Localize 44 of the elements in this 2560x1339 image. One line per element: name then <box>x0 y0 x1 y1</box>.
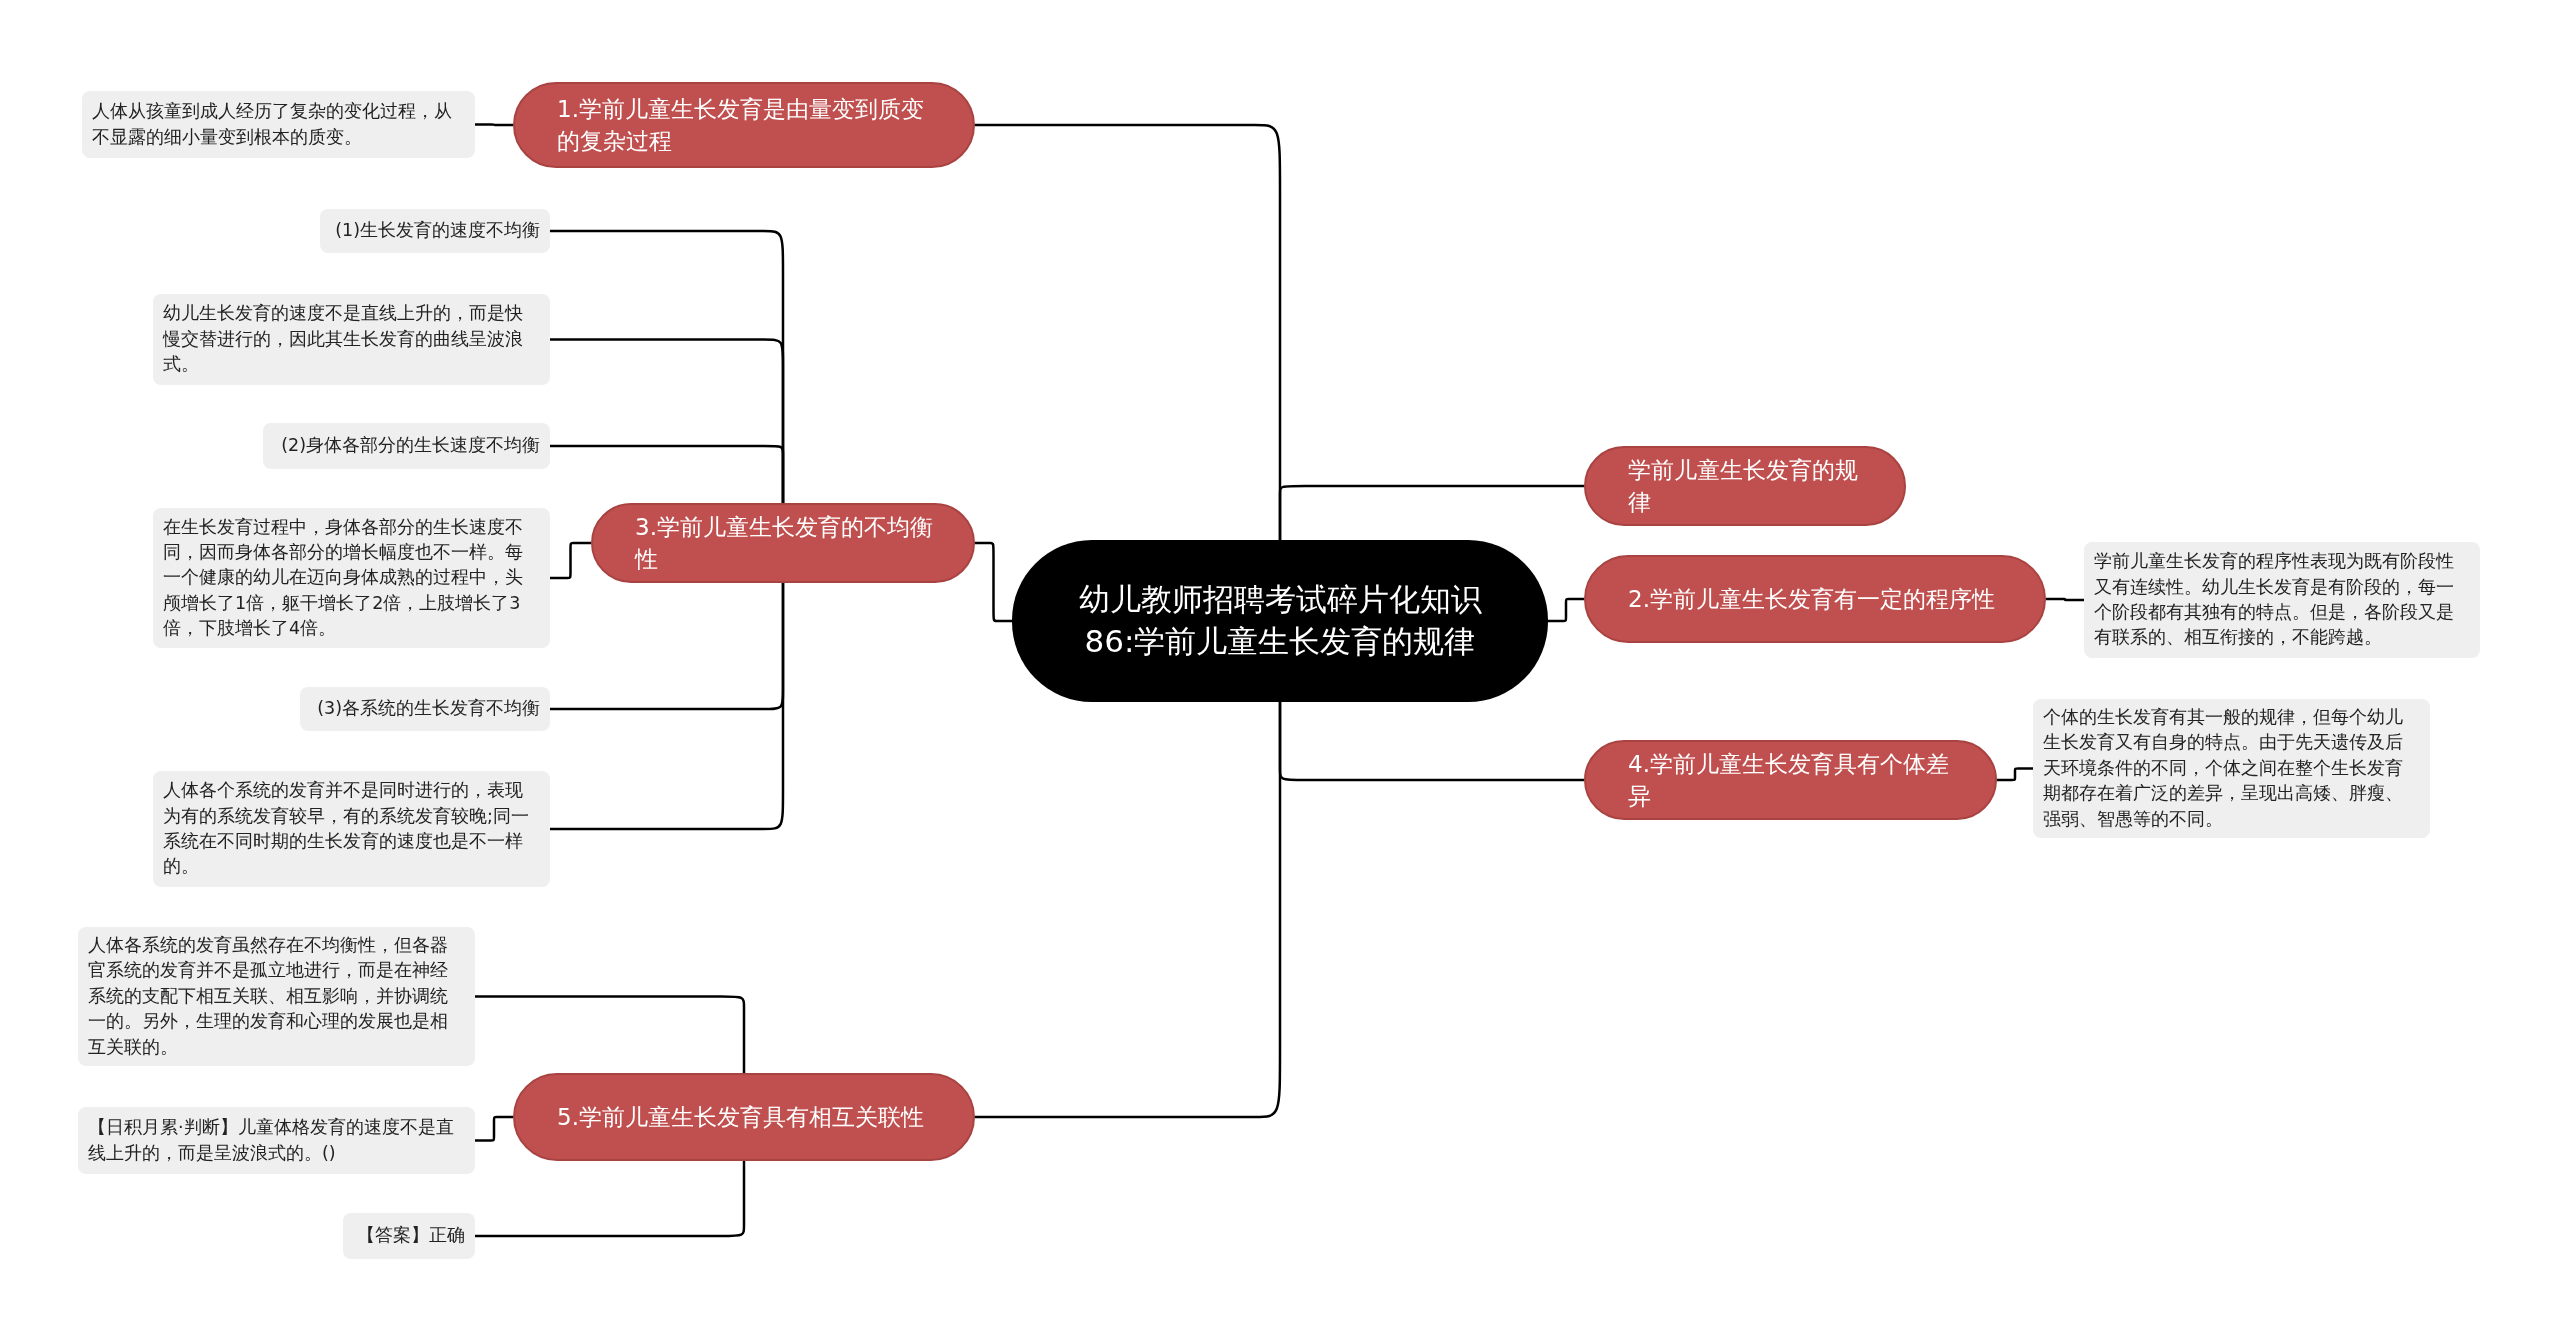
connector-line <box>475 995 746 1073</box>
topic-label: 5.学前儿童生长发育具有相互关联性 <box>557 1102 924 1132</box>
connector-line <box>550 583 785 831</box>
note-card <box>2033 699 2430 838</box>
note-text: (1)生长发育的速度不均衡 <box>335 219 540 243</box>
note-text: (3)各系统的生长发育不均衡 <box>317 697 540 721</box>
note-card <box>153 294 550 385</box>
connector-line <box>475 1161 746 1238</box>
note-text: 【日积月累·判断】儿童体格发育的速度不是直线上升的，而是呈波浪式的。() <box>88 1116 455 1165</box>
note-card <box>263 423 550 469</box>
topic-label: 4.学前儿童生长发育具有个体差异 <box>1628 750 1950 812</box>
note-card <box>320 209 550 253</box>
note-text: 学前儿童生长发育的程序性表现为既有阶段性又有连续性。幼儿生长发育是有阶段的，每一个阶段都有其独有的特点。但是，各阶段又是有联系的、相互衔接的，不能跨越。 <box>2094 550 2455 650</box>
connector-line <box>1997 767 2033 782</box>
note-text: 人体从孩童到成人经历了复杂的变化过程，从不显露的细小量变到根本的质变。 <box>92 100 453 149</box>
note-text: 幼儿生长发育的速度不是直线上升的，而是快慢交替进行的，因此其生长发育的曲线呈波浪式。 <box>163 302 524 377</box>
note-card <box>2084 542 2480 658</box>
topic-label: 1.学前儿童生长发育是由量变到质变的复杂过程 <box>557 94 925 156</box>
title-text: 幼儿教师招聘考试碎片化知识86:学前儿童生长发育的规律 <box>1077 580 1483 661</box>
note-text: 人体各个系统的发育并不是同时进行的，表现为有的系统发育较早，有的系统发育较晚;同一系统在不同时期的生长发育的速度也是不一样的。 <box>163 779 530 879</box>
connector-line <box>475 1115 513 1142</box>
note-card <box>153 508 550 648</box>
note-text: (2)身体各部分的生长速度不均衡 <box>281 434 540 458</box>
note-text: 【答案】正确 <box>357 1224 465 1248</box>
connector-line <box>2046 597 2084 602</box>
topic-label: 3.学前儿童生长发育的不均衡性 <box>635 513 934 575</box>
connector-line <box>475 123 513 127</box>
connector-line <box>550 541 591 580</box>
note-card <box>82 91 475 158</box>
connector-line <box>1548 597 1584 623</box>
note-card <box>343 1213 475 1259</box>
note-card <box>300 687 550 731</box>
note-text: 个体的生长发育有其一般的规律，但每个幼儿生长发育又有自身的特点。由于先天遗传及后天环境条件的不同，个体之间在整个生长发育期都存在着广泛的差异，呈现出高矮、胖瘦、强弱、智愚等的不同。 <box>2043 706 2404 831</box>
note-text: 人体各系统的发育虽然存在不均衡性，但各器官系统的发育并不是孤立地进行，而是在神经系统的支配下相互关联、相互影响，并协调统一的。另外，生理的发育和心理的发展也是相互关联的。 <box>88 934 449 1059</box>
connector-line <box>550 444 785 503</box>
connector-line <box>1278 702 1584 782</box>
topic-label: 2.学前儿童生长发育有一定的程序性 <box>1628 584 1995 614</box>
connector-line <box>975 541 1012 623</box>
connector-line <box>1278 484 1584 540</box>
note-card <box>78 1107 475 1174</box>
topic-label: 学前儿童生长发育的规律 <box>1628 456 1859 518</box>
note-text: 在生长发育过程中，身体各部分的生长速度不同，因而身体各部分的增长幅度也不一样。每一个健康的幼儿在迈向身体成熟的过程中，头颅增长了1倍，躯干增长了2倍，上肢增长了3倍，下肢增长了4倍。 <box>163 515 524 641</box>
note-card <box>153 771 550 887</box>
note-card <box>78 927 475 1066</box>
